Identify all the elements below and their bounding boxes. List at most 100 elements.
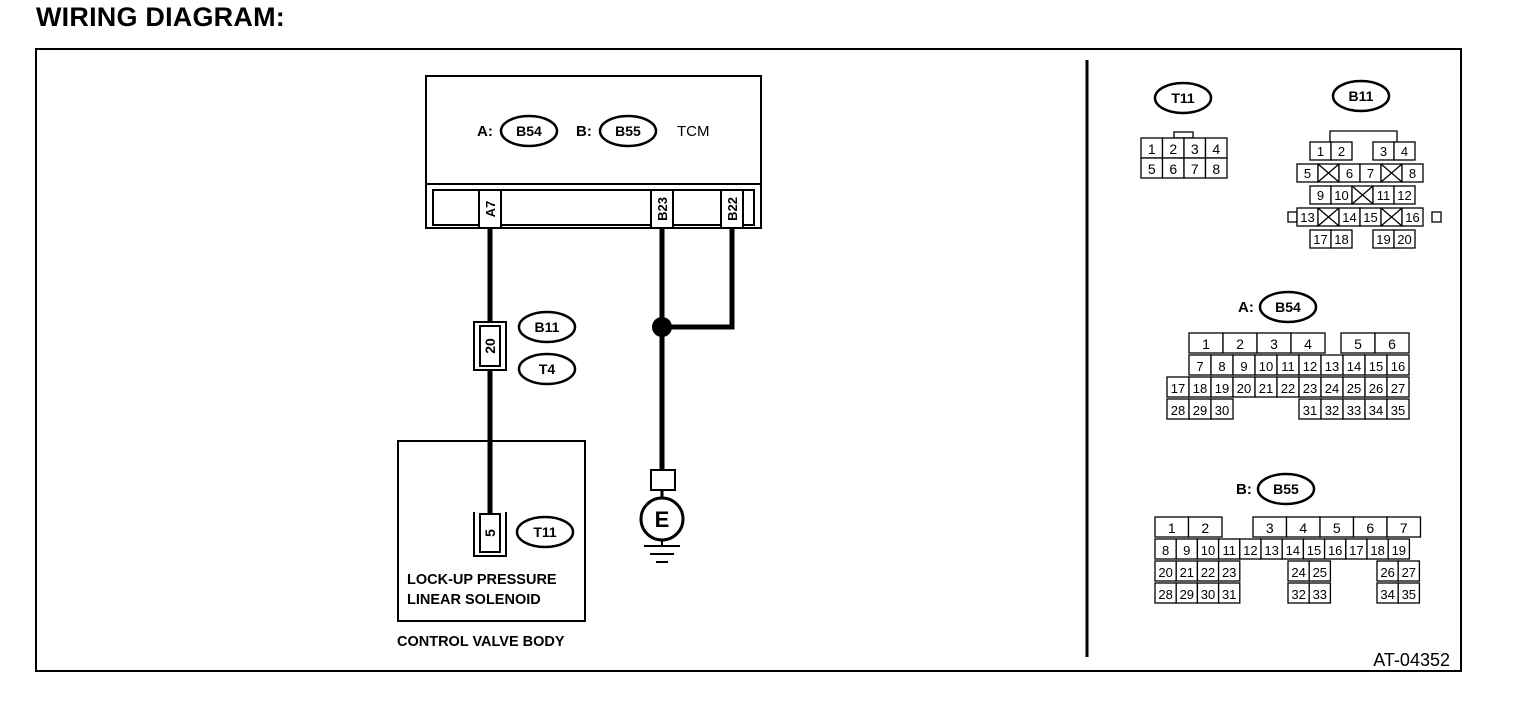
b54-pin-31: 31	[1298, 398, 1322, 420]
b54-pin-30: 30	[1210, 398, 1234, 420]
b11-pin-6: 6	[1338, 163, 1361, 183]
b11-blank-b	[1380, 163, 1403, 183]
b11-pin-16-label: 16	[1405, 210, 1419, 225]
b54-pin-26-label: 26	[1369, 381, 1383, 396]
splice-dot	[652, 317, 672, 337]
b55-pin-25: 25	[1308, 560, 1332, 582]
b55-pin-22-label: 22	[1201, 565, 1215, 580]
b55-pin-16-label: 16	[1328, 543, 1342, 558]
b55-pin-26-label: 26	[1380, 565, 1394, 580]
b54-pin-8: 8	[1210, 354, 1234, 376]
b55-pin-10: 10	[1196, 538, 1220, 560]
b54-pin-32: 32	[1320, 398, 1344, 420]
b54-pin-13-label: 13	[1325, 359, 1339, 374]
tcm-connector-b-id: B55	[615, 123, 641, 139]
b55-pin-29-label: 29	[1180, 587, 1194, 602]
ground-label: E	[655, 507, 670, 532]
b55-pin-35: 35	[1397, 582, 1421, 604]
b54-pin-6-label: 6	[1388, 336, 1396, 352]
tcm-pin-b22: B22	[720, 189, 744, 229]
t11-pin-1: 1	[1140, 137, 1164, 159]
b54-pin-5-label: 5	[1354, 336, 1362, 352]
b54-pin-28-label: 28	[1171, 403, 1185, 418]
b55-pin-33-label: 33	[1313, 587, 1327, 602]
b54-pin-12: 12	[1298, 354, 1322, 376]
b55-pin-11: 11	[1217, 538, 1241, 560]
b55-pin-25-label: 25	[1313, 565, 1327, 580]
harness-b11-id: B11	[535, 319, 560, 335]
b11-pin-14-label: 14	[1342, 210, 1356, 225]
t11-pin-6: 6	[1161, 157, 1185, 179]
control-valve-label: CONTROL VALVE BODY	[397, 634, 565, 650]
b55-pin-1-label: 1	[1168, 520, 1176, 536]
b55-pin-35-label: 35	[1402, 587, 1416, 602]
tcm-connector-b-prefix: B:	[576, 123, 592, 140]
b11-pin-4: 4	[1393, 141, 1416, 161]
b55-pin-9-label: 9	[1183, 543, 1190, 558]
b55-pin-29: 29	[1175, 582, 1199, 604]
b11-pin-9-label: 9	[1317, 188, 1324, 203]
b55-pin-30-label: 30	[1201, 587, 1215, 602]
b11-pin-7: 7	[1359, 163, 1382, 183]
tcm-connector-a-badge	[499, 114, 559, 148]
t11-pin-5-label: 5	[1148, 161, 1156, 177]
b55-pin-27: 27	[1397, 560, 1421, 582]
b11-pin-10-label: 10	[1334, 188, 1348, 203]
b54-pin-3-label: 3	[1270, 336, 1278, 352]
b54-pin-7-label: 7	[1196, 359, 1203, 374]
b11-pin-13: 13	[1296, 207, 1319, 227]
b11-pin-18-label: 18	[1334, 232, 1348, 247]
b55-pin-9: 9	[1175, 538, 1199, 560]
page-title: WIRING DIAGRAM:	[36, 2, 285, 32]
b11-pin-10: 10	[1330, 185, 1353, 205]
t11-pin-7: 7	[1183, 157, 1207, 179]
t11-pin-7-label: 7	[1191, 161, 1199, 177]
b55-view-id: B55	[1273, 481, 1299, 497]
b54-view-id: B54	[1275, 299, 1301, 315]
b55-pin-23-label: 23	[1222, 565, 1236, 580]
b54-pin-22-label: 22	[1281, 381, 1295, 396]
b55-pin-15-label: 15	[1307, 543, 1321, 558]
b54-pin-2: 2	[1222, 332, 1258, 354]
b55-pin-26: 26	[1376, 560, 1399, 582]
b54-pin-6: 6	[1374, 332, 1410, 354]
tcm-pin-b23-label: B23	[655, 197, 670, 221]
tcm-pin-a7-label: A7	[483, 201, 498, 218]
b55-pin-18-label: 18	[1370, 543, 1384, 558]
b55-pin-1: 1	[1154, 516, 1190, 538]
b54-pin-21-label: 21	[1259, 381, 1273, 396]
b54-pin-26: 26	[1364, 376, 1388, 398]
b54-pin-35-label: 35	[1391, 403, 1405, 418]
b55-pin-18: 18	[1366, 538, 1389, 560]
b11-pin-12-label: 12	[1397, 188, 1411, 203]
b54-pin-22: 22	[1276, 376, 1300, 398]
b11-pin-15-label: 15	[1363, 210, 1377, 225]
b55-pin-16: 16	[1323, 538, 1347, 560]
b11-pin-13-label: 13	[1300, 210, 1314, 225]
b55-pin-34-label: 34	[1380, 587, 1394, 602]
b54-pin-19: 19	[1210, 376, 1234, 398]
tcm-label: TCM	[677, 123, 710, 140]
b55-pin-7-label: 7	[1400, 520, 1408, 536]
b55-pin-33: 33	[1308, 582, 1332, 604]
b54-pin-25-label: 25	[1347, 381, 1361, 396]
b55-pin-32: 32	[1287, 582, 1310, 604]
b54-pin-15: 15	[1364, 354, 1388, 376]
b11-pin-3-label: 3	[1380, 144, 1387, 159]
b54-pin-23-label: 23	[1303, 381, 1317, 396]
t11-view-badge	[1153, 81, 1213, 115]
figure-id: AT-04352	[1373, 650, 1450, 670]
b55-pin-3: 3	[1252, 516, 1288, 538]
b11-blank-a	[1317, 163, 1340, 183]
b55-pin-32-label: 32	[1291, 587, 1305, 602]
b11-view-id: B11	[1349, 88, 1374, 104]
b54-pin-4: 4	[1290, 332, 1326, 354]
harness-t4-badge	[517, 352, 577, 386]
b54-pin-30-label: 30	[1215, 403, 1229, 418]
tcm-pin-b23: B23	[650, 189, 674, 229]
b11-pin-17-label: 17	[1313, 232, 1327, 247]
b54-pin-2-label: 2	[1236, 336, 1244, 352]
b54-pin-15-label: 15	[1369, 359, 1383, 374]
harness-b11-badge	[517, 310, 577, 344]
